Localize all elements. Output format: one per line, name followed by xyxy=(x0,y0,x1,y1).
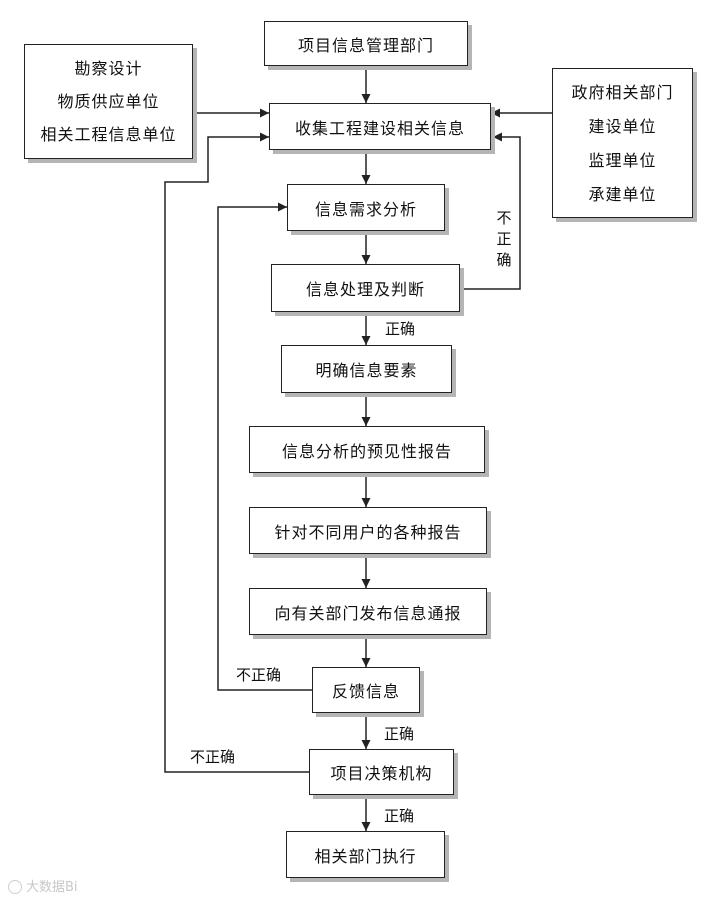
label-correct-feedback: 正确 xyxy=(384,725,415,743)
node-forecast-report: 信息分析的预见性报告 xyxy=(249,426,485,473)
label-incorrect-decision: 不正确 xyxy=(190,748,236,766)
node-decision-body: 项目决策机构 xyxy=(309,749,454,795)
label-incorrect-process-char-3: 确 xyxy=(496,251,512,269)
node-execute: 相关部门执行 xyxy=(286,831,445,878)
left-source-related-projects: 相关工程信息单位 xyxy=(40,125,177,144)
left-source-material-supply: 物质供应单位 xyxy=(57,92,160,111)
left-source-survey-design: 勘察设计 xyxy=(74,59,143,78)
right-source-contractor: 承建单位 xyxy=(588,184,657,204)
label-correct-decision: 正确 xyxy=(384,807,415,825)
right-source-supervisor: 监理单位 xyxy=(588,150,657,170)
label-incorrect-process-char-2: 正 xyxy=(496,230,512,248)
right-source-government: 政府相关部门 xyxy=(571,82,674,102)
right-sources-box: 政府相关部门 建设单位 监理单位 承建单位 xyxy=(552,68,693,218)
node-demand-analysis: 信息需求分析 xyxy=(287,184,445,231)
label-correct-process: 正确 xyxy=(385,320,416,338)
watermark: 大数据Bi xyxy=(8,876,78,895)
loop-process-to-collect xyxy=(460,132,521,290)
right-source-owner: 建设单位 xyxy=(588,116,657,136)
node-collect-info: 收集工程建设相关信息 xyxy=(269,103,491,150)
node-info-management-dept: 项目信息管理部门 xyxy=(264,21,468,66)
loop-decision-to-collect xyxy=(164,132,309,773)
watermark-logo-icon xyxy=(8,880,22,894)
watermark-text: 大数据Bi xyxy=(26,880,78,895)
label-incorrect-process: 不 正 确 xyxy=(495,208,513,271)
node-publish-bulletin: 向有关部门发布信息通报 xyxy=(249,588,487,635)
node-user-reports: 针对不同用户的各种报告 xyxy=(249,507,487,554)
node-define-elements: 明确信息要素 xyxy=(281,345,452,393)
loop-feedback-to-demand xyxy=(217,202,312,691)
node-feedback: 反馈信息 xyxy=(312,667,420,713)
left-sources-box: 勘察设计 物质供应单位 相关工程信息单位 xyxy=(24,44,193,159)
label-incorrect-process-char-1: 不 xyxy=(496,209,512,227)
label-incorrect-feedback: 不正确 xyxy=(236,666,282,684)
node-process-judge: 信息处理及判断 xyxy=(271,264,460,312)
